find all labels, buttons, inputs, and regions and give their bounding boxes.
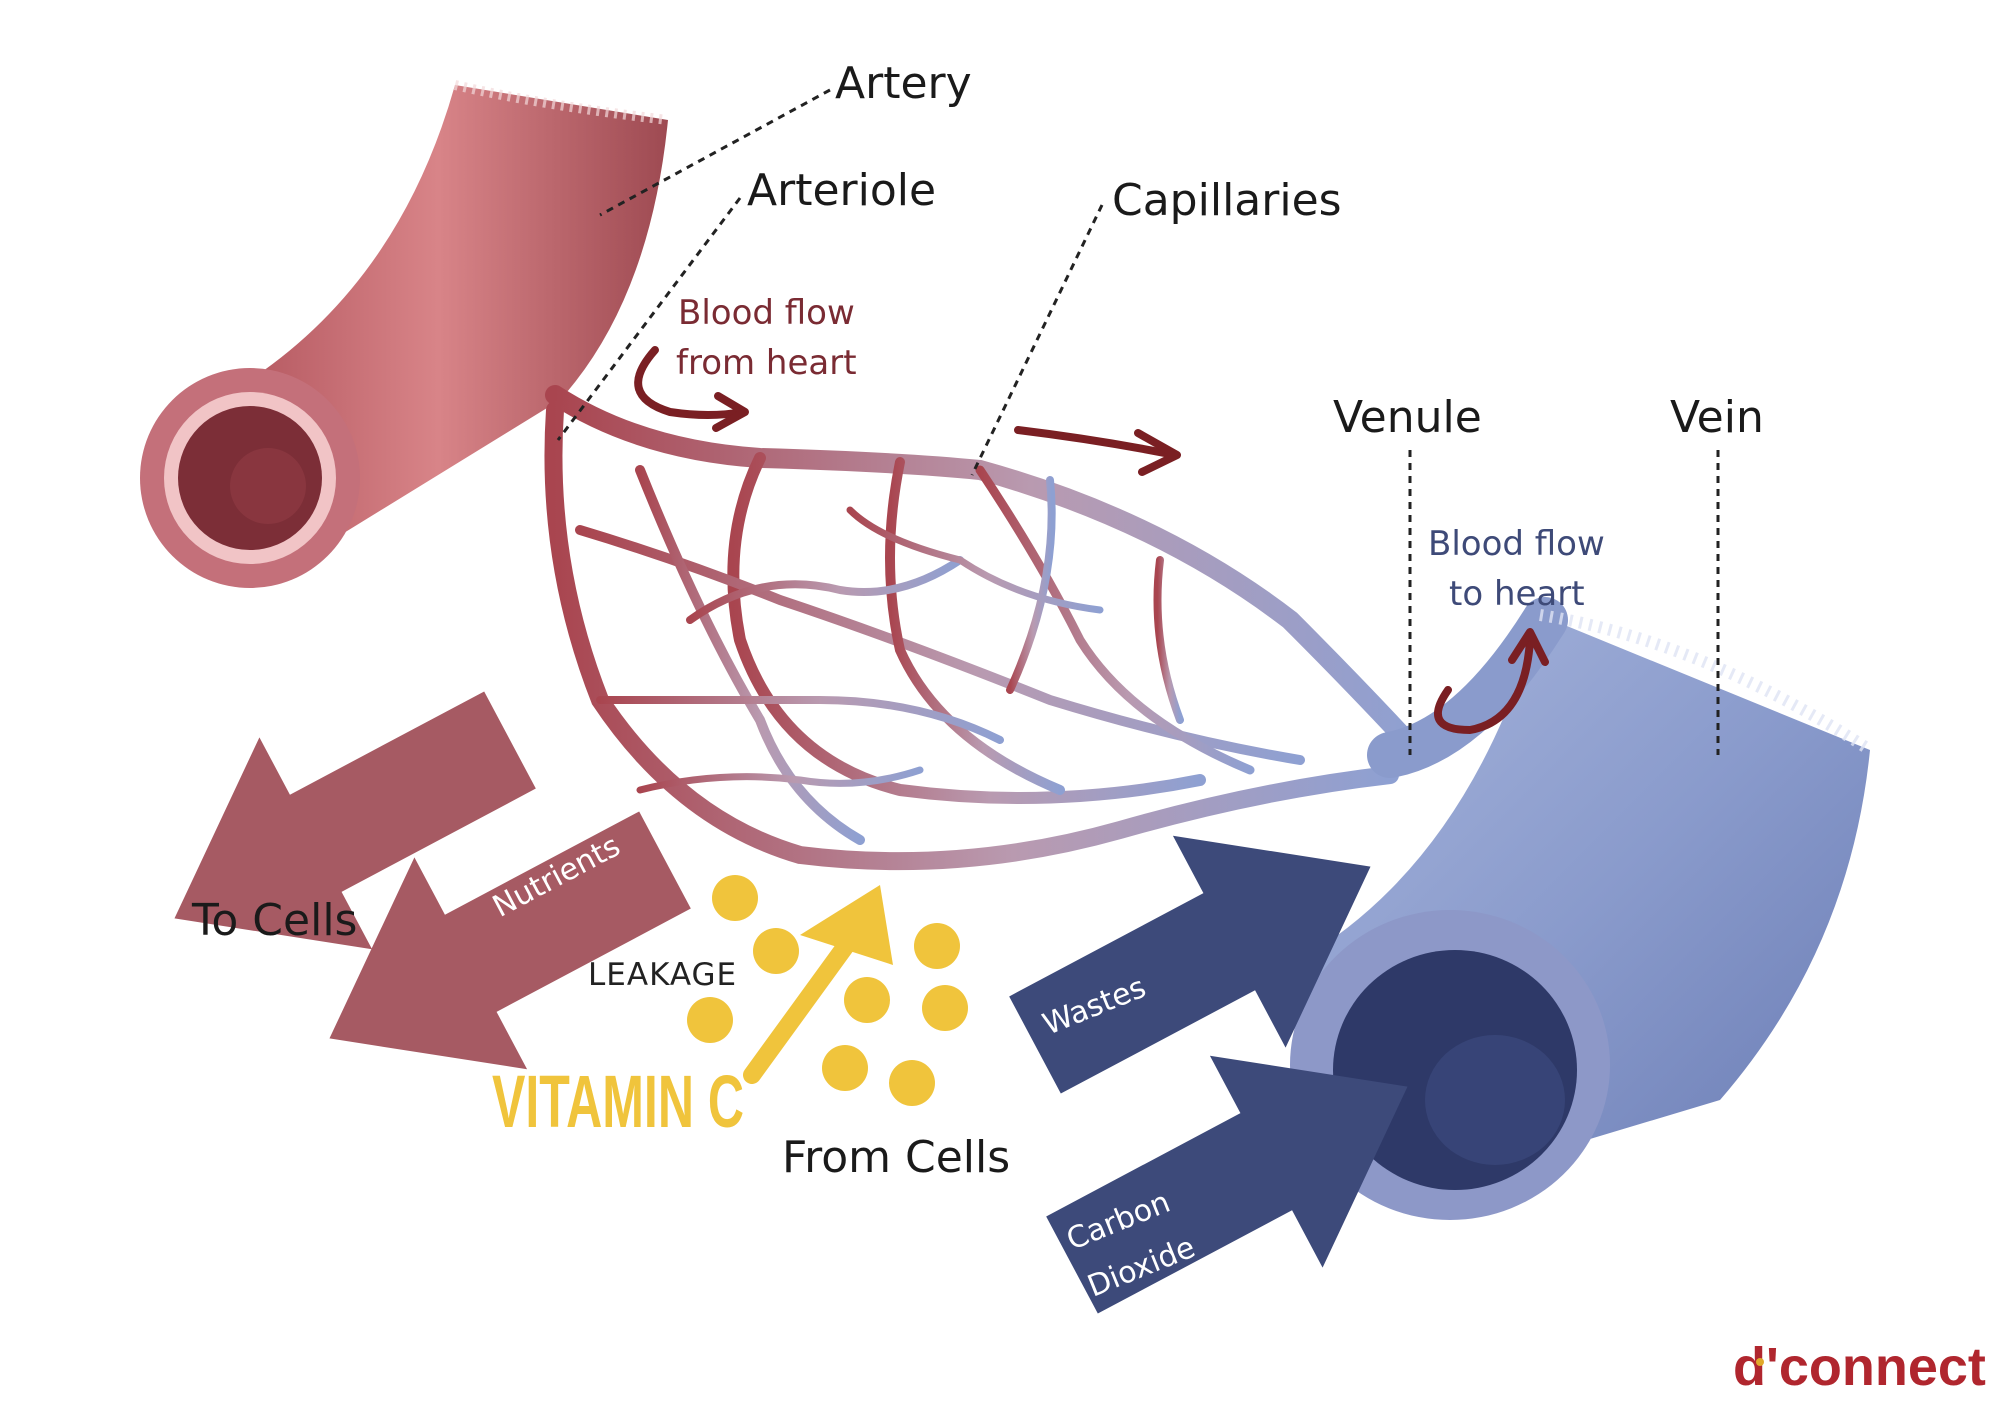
artery-tube bbox=[140, 80, 669, 588]
brand-logo: d'connect bbox=[1733, 1337, 1986, 1397]
capillary-network bbox=[544, 385, 1430, 871]
vitamin-dots bbox=[687, 875, 968, 1106]
flow-from-heart-line2: from heart bbox=[676, 343, 857, 383]
vitamin-dot-icon bbox=[922, 985, 968, 1031]
leader-lines bbox=[556, 88, 1720, 755]
capillaries-label: Capillaries bbox=[1112, 175, 1342, 226]
arteriole-leader bbox=[556, 197, 742, 441]
leakage-label: LEAKAGE bbox=[588, 957, 737, 993]
flow-from-heart-line1: Blood flow bbox=[678, 293, 855, 333]
curved-flow-arrow-icon bbox=[634, 346, 749, 432]
logo-flower-icon bbox=[1756, 1358, 1764, 1366]
to-cells-label: To Cells bbox=[191, 895, 357, 946]
arteriole-label: Arteriole bbox=[747, 165, 936, 216]
vitamin-dot-icon bbox=[712, 875, 758, 921]
artery-leader bbox=[599, 88, 831, 217]
venule-label: Venule bbox=[1333, 392, 1482, 443]
flow-to-heart-line1: Blood flow bbox=[1428, 524, 1605, 564]
artery-label: Artery bbox=[835, 58, 972, 109]
flow-to-heart-line2: to heart bbox=[1449, 574, 1585, 614]
from-cells-label: From Cells bbox=[782, 1132, 1010, 1183]
leakage-arrow-icon bbox=[743, 885, 893, 1084]
vein-label: Vein bbox=[1670, 392, 1764, 443]
vitamin-dot-icon bbox=[753, 928, 799, 974]
vitamin-dot-icon bbox=[844, 977, 890, 1023]
vitamin-dot-icon bbox=[914, 923, 960, 969]
logo-text: d'connect bbox=[1733, 1337, 1986, 1397]
curved-return-arrow-icon bbox=[1434, 628, 1549, 734]
vitamin-dot-icon bbox=[822, 1045, 868, 1091]
wastes-arrow: Wastes bbox=[1009, 835, 1371, 1094]
capillaries-leader bbox=[970, 204, 1104, 476]
vitamin-c-title: VITAMIN C bbox=[492, 1060, 744, 1143]
vitamin-dot-icon bbox=[687, 997, 733, 1043]
flow-direction-arrow-icon bbox=[1014, 426, 1181, 476]
vitamin-dot-icon bbox=[889, 1060, 935, 1106]
